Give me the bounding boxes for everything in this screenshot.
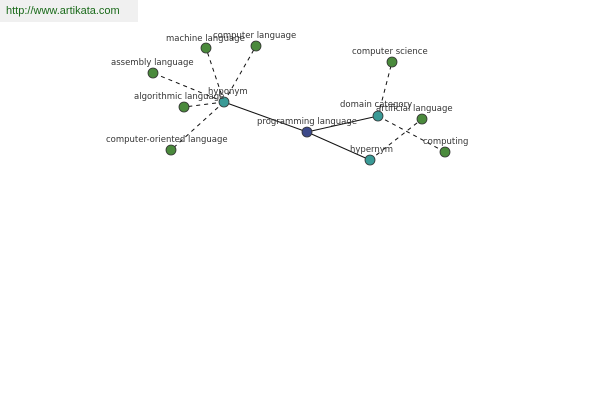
leaf-label-machine_language[interactable]: machine language [166,34,245,44]
leaf-label-computer_language_h[interactable]: computer language [213,31,296,41]
relation-node-domain_category[interactable] [372,110,384,122]
leaf-node-computing[interactable] [439,146,451,158]
leaf-label-computing[interactable]: computing [423,137,468,147]
site-banner: http://www.artikata.com [0,0,138,22]
relation-node-hyponym[interactable] [218,96,230,108]
edge-center-hypernym [306,131,371,161]
edge-hypernym-artificial_language [369,118,423,161]
leaf-label-assembly_language[interactable]: assembly language [111,58,194,68]
edge-hyponym-machine_language [205,47,225,103]
leaf-node-artificial_language[interactable] [416,113,428,125]
leaf-node-computer_science[interactable] [386,56,398,68]
leaf-node-computer_oriented_language[interactable] [165,144,177,156]
leaf-label-computer_oriented_language[interactable]: computer-oriented language [106,135,228,145]
leaf-node-machine_language[interactable] [200,42,212,54]
relation-node-hypernym[interactable] [364,154,376,166]
leaf-node-algorithmic_language[interactable] [178,101,190,113]
edge-hyponym-algorithmic_language [183,101,225,108]
relation-label-hyponym[interactable]: hyponym [208,87,248,97]
center-label[interactable]: programming language [257,117,357,127]
leaf-label-algorithmic_language[interactable]: algorithmic language [134,92,224,102]
edge-center-domain_category [306,115,379,133]
leaf-node-computer_language_h[interactable] [250,40,262,52]
edge-hyponym-computer_oriented_language [170,101,225,151]
relation-label-domain_category[interactable]: domain category [340,100,412,110]
leaf-node-assembly_language[interactable] [147,67,159,79]
center-node[interactable] [301,126,313,138]
edge-domain_category-computer_science [377,61,393,117]
relation-label-hypernym[interactable]: hypernym [350,145,393,155]
edge-center-hyponym [223,101,308,133]
edge-hyponym-computer_language_h [223,45,257,103]
leaf-label-computer_science[interactable]: computer science [352,47,428,57]
site-url-link[interactable]: http://www.artikata.com [6,5,120,17]
leaf-label-artificial_language[interactable]: artificial language [376,104,453,114]
